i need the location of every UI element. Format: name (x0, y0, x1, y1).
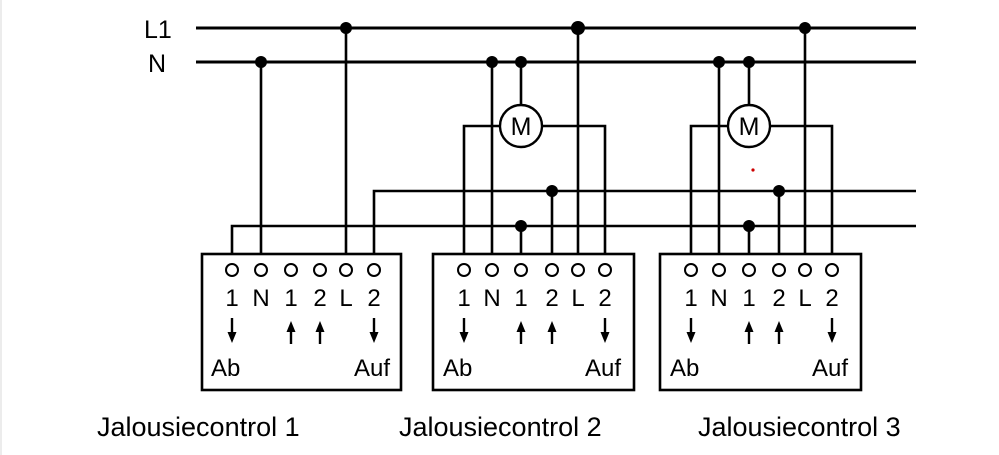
terminal-6 (598, 263, 612, 277)
terminal-3 (514, 263, 528, 277)
terminal-6 (367, 263, 381, 277)
arrow-up-icon-head (315, 321, 325, 332)
wire-motor1-up (543, 124, 607, 265)
arrow-up-icon-head (547, 321, 557, 332)
terminal-4 (313, 263, 327, 277)
terminal-label: 1 (684, 285, 697, 312)
junction-dot (340, 22, 352, 34)
controller-caption: Jalousiecontrol 3 (698, 412, 901, 442)
junction-dot (571, 21, 585, 35)
terminal-label: 1 (457, 285, 470, 312)
direction-label-down: Ab (211, 355, 240, 382)
terminal-3 (742, 263, 756, 277)
terminal-label: 2 (825, 285, 838, 312)
controller-caption: Jalousiecontrol 2 (399, 412, 602, 442)
arrow-down-icon-head (459, 332, 469, 343)
marker-dot (751, 168, 755, 172)
terminal-6 (825, 263, 839, 277)
terminal-label: 1 (284, 285, 297, 312)
terminal-label: 2 (367, 285, 380, 312)
terminal-5 (571, 263, 585, 277)
junction-dot (486, 56, 498, 68)
terminal-label: N (483, 285, 500, 312)
junction-dot (515, 56, 527, 68)
wire-motor2-up (771, 124, 834, 265)
control-line-down (230, 224, 916, 265)
arrow-down-icon-head (827, 332, 837, 343)
motor-2: M (726, 103, 772, 149)
arrow-up-icon-head (286, 321, 296, 332)
junction-dot (743, 220, 755, 232)
terminal-label: 1 (514, 285, 527, 312)
direction-label-down: Ab (670, 355, 699, 382)
arrow-down-icon-head (227, 332, 237, 343)
terminal-label: L (798, 285, 811, 312)
junction-dot (799, 22, 811, 34)
terminal-label: 2 (598, 285, 611, 312)
arrow-down-icon-head (686, 332, 696, 343)
terminal-2 (712, 263, 726, 277)
terminal-label: L (339, 285, 352, 312)
motor-1-label: M (511, 113, 532, 141)
wire-motor1-down (462, 124, 499, 265)
junction-dot (743, 56, 755, 68)
terminal-label: L (571, 285, 584, 312)
bus-label-l1: L1 (144, 16, 172, 44)
terminal-label: 1 (225, 285, 238, 312)
bus-label-n: N (148, 50, 166, 78)
motor-1: M (498, 103, 544, 149)
direction-label-up: Auf (812, 355, 848, 382)
motor-2-label: M (739, 113, 760, 141)
terminal-2 (254, 263, 268, 277)
junction-dot (546, 185, 558, 197)
terminal-label: 1 (742, 285, 755, 312)
junction-dot (713, 56, 725, 68)
junction-dot (255, 56, 267, 68)
direction-label-up: Auf (585, 355, 621, 382)
terminal-4 (545, 263, 559, 277)
terminal-1 (225, 263, 239, 277)
controller-2-box (431, 252, 636, 392)
arrow-down-icon-head (600, 332, 610, 343)
direction-label-down: Ab (443, 355, 472, 382)
arrow-up-icon-head (744, 321, 754, 332)
arrow-up-icon-head (774, 321, 784, 332)
junction-dot (515, 220, 527, 232)
controller-caption: Jalousiecontrol 1 (97, 412, 300, 442)
terminal-label: 2 (313, 285, 326, 312)
terminal-label: N (252, 285, 269, 312)
motor-2-symbol (726, 103, 772, 149)
terminal-label: 2 (772, 285, 785, 312)
junction-dot (773, 185, 785, 197)
arrow-up-icon-head (516, 321, 526, 332)
junction-dots (255, 21, 811, 232)
motor-1-symbol (498, 103, 544, 149)
terminal-1 (684, 263, 698, 277)
terminal-5 (798, 263, 812, 277)
terminal-4 (772, 263, 786, 277)
terminal-1 (457, 263, 471, 277)
wire-motor2-down (689, 124, 727, 265)
controller-3-box (658, 252, 863, 392)
terminal-2 (485, 263, 499, 277)
terminal-label: N (710, 285, 727, 312)
terminal-label: 2 (545, 285, 558, 312)
control-line-up (372, 189, 916, 265)
controller-1-box (200, 252, 403, 392)
terminal-3 (284, 263, 298, 277)
terminal-5 (339, 263, 353, 277)
arrow-down-icon-head (369, 332, 379, 343)
direction-label-up: Auf (354, 355, 390, 382)
